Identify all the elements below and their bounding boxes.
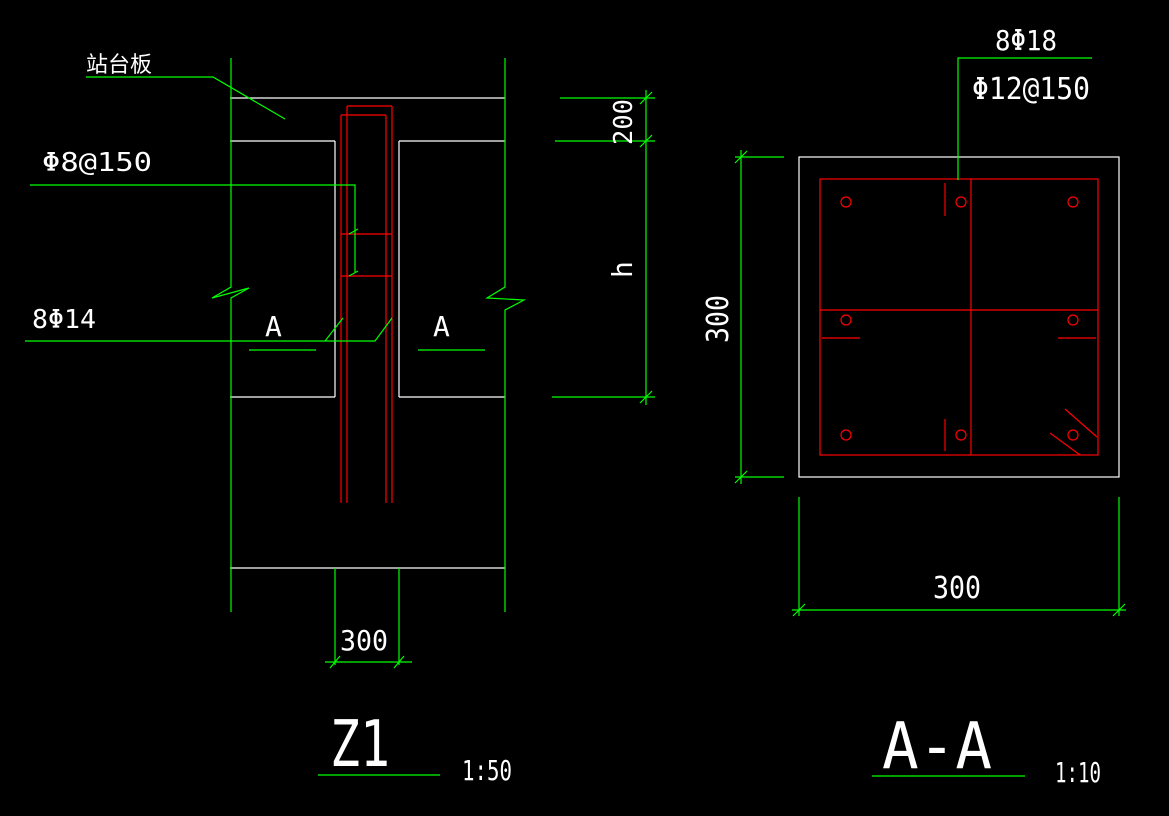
z1-vertical-dimensions: [552, 90, 655, 405]
dim-top-slab-text: 200: [609, 99, 639, 145]
aa-width-dimension: [792, 497, 1126, 617]
label-platform-slab: 站台板: [86, 53, 152, 78]
label-z1-main-bars: 8Φ14: [32, 305, 96, 335]
dim-aa-width-text: 300: [933, 571, 981, 606]
dim-z1-width-text: 300: [340, 624, 388, 657]
z1-rebar: [340, 105, 393, 503]
z1-title: Z1: [330, 708, 390, 782]
section-mark-right: A: [433, 310, 450, 343]
aa-title: A-A: [882, 710, 992, 784]
aa-scale: 1:10: [1055, 756, 1101, 789]
dim-height-text: h: [606, 261, 639, 278]
aa-height-dimension: [734, 150, 784, 484]
label-z1-stirrup: Φ8@150: [42, 148, 152, 178]
section-mark-left: A: [265, 310, 282, 343]
aa-section-view: 8Φ18 Φ12@150 300 300 A-A 1:10: [701, 24, 1126, 789]
aa-concrete-outline: [798, 156, 1120, 478]
aa-main-bars: [840, 196, 1079, 441]
dim-aa-height-text: 300: [701, 295, 736, 343]
z1-scale: 1:50: [462, 754, 512, 787]
label-aa-stirrup: Φ12@150: [972, 72, 1090, 107]
aa-label-leader: [957, 57, 1092, 180]
label-aa-main-bars: 8Φ18: [995, 24, 1057, 57]
z1-boundary-lines: [211, 58, 527, 665]
z1-width-dimension: [325, 655, 412, 669]
z1-elevation-view: 站台板 Φ8@150 8Φ14 A A 200 h 300 Z1 1:50: [25, 53, 655, 787]
z1-concrete-outline: [230, 97, 505, 569]
z1-leaders: [25, 76, 485, 351]
aa-stirrups: [819, 178, 1099, 456]
